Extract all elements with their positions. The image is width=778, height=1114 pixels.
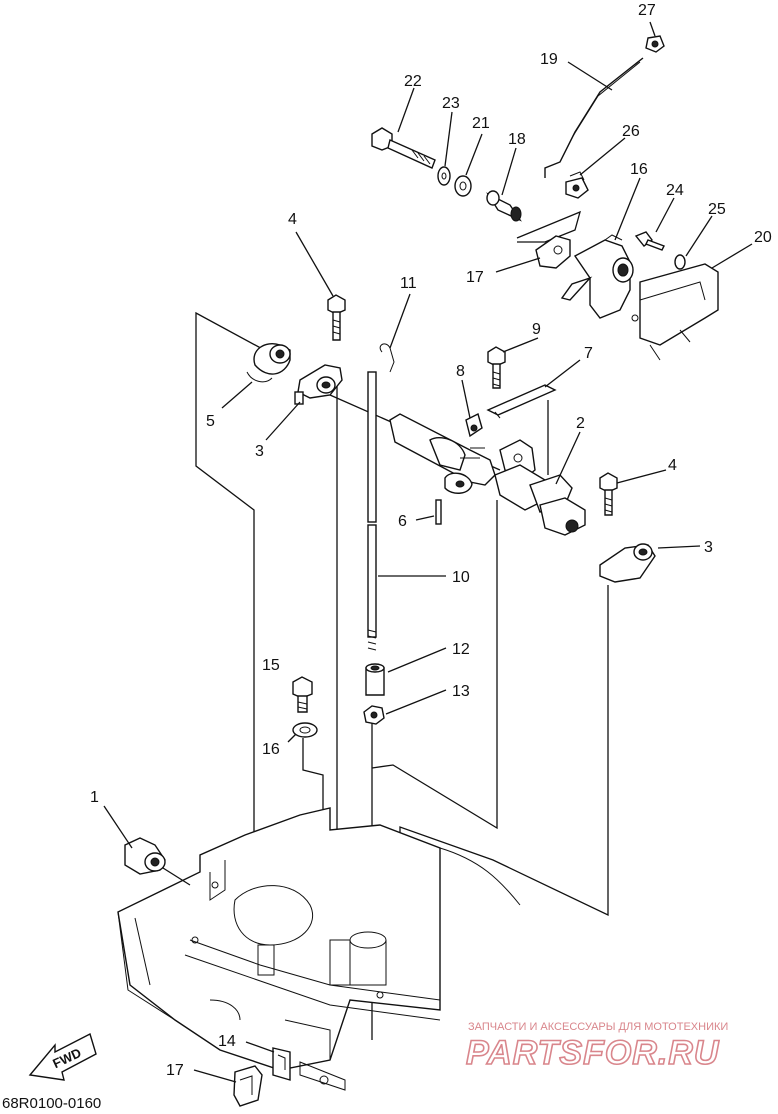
part-label: 8 — [456, 363, 465, 380]
part-label: 13 — [452, 683, 470, 700]
part-23-washer — [454, 175, 472, 197]
part-label: 4 — [668, 457, 677, 474]
part-16-washer — [292, 722, 318, 738]
part-15-bolt — [292, 676, 313, 713]
part-label: 1 — [90, 789, 99, 806]
part-label: 24 — [666, 182, 684, 199]
part-20-collar — [486, 190, 522, 222]
part-25-washer — [437, 166, 451, 186]
part-label: 3 — [704, 539, 713, 556]
part-label: 4 — [288, 211, 297, 228]
part-19-link — [535, 235, 571, 269]
part-label: 3 — [255, 443, 264, 460]
part-9-bolt — [487, 346, 506, 389]
part-17-holder — [233, 1065, 263, 1107]
part-label: 17 — [466, 269, 484, 286]
part-label: 16 — [262, 741, 280, 758]
watermark-tagline: ЗАПЧАСТИ И АКСЕССУАРЫ ДЛЯ МОТОТЕХНИКИ — [468, 1021, 728, 1033]
part-26-bolt — [634, 231, 665, 251]
part-label: 15 — [262, 657, 280, 674]
part-label: 9 — [532, 321, 541, 338]
part-label: 14 — [218, 1033, 236, 1050]
part-label: 19 — [540, 51, 558, 68]
part-label: 12 — [452, 641, 470, 658]
part-label: 17 — [166, 1062, 184, 1079]
part-label: 16 — [630, 161, 648, 178]
part-12-sleeve — [365, 663, 385, 696]
part-label: 6 — [398, 513, 407, 530]
part-label: 27 — [638, 2, 656, 19]
part-10-rod — [367, 371, 377, 651]
part-label: 11 — [400, 275, 417, 292]
lower-cowling — [117, 807, 521, 1091]
part-5-clip — [246, 343, 291, 383]
part-8-clip — [465, 412, 483, 438]
part-6-pin — [435, 499, 442, 525]
part-7-plate — [486, 384, 557, 419]
part-3-bushing-right — [599, 543, 656, 583]
part-label: 22 — [404, 73, 422, 90]
part-label: 2 — [576, 415, 585, 432]
fwd-arrow-icon — [28, 1032, 97, 1081]
part-29-clip — [645, 35, 665, 53]
part-label: 18 — [508, 131, 526, 148]
part-2-shift-bracket — [389, 413, 586, 536]
label-leaders — [103, 21, 753, 1083]
part-18-lever — [560, 234, 634, 319]
part-13-nut — [363, 705, 385, 725]
part-labels: 27 19 22 23 21 18 26 16 24 25 20 17 4 11… — [90, 2, 772, 1079]
part-24-bolt — [371, 127, 436, 169]
part-28-clip — [565, 171, 589, 199]
part-11-pin — [379, 343, 395, 373]
part-3-bushing-left — [294, 364, 343, 405]
part-4-bolt-right — [599, 472, 618, 516]
part-label: 26 — [622, 123, 640, 140]
part-label: 20 — [754, 229, 772, 246]
part-1-grommet — [124, 837, 191, 886]
watermark-brand: PARTSFOR.RU — [466, 1034, 720, 1072]
part-label: 7 — [584, 345, 593, 362]
part-4-bolt-left — [327, 294, 346, 341]
drawing-code: 68R0100-0160 — [2, 1095, 101, 1112]
part-27-washer — [674, 254, 686, 270]
part-label: 23 — [442, 95, 460, 112]
part-14-clip — [272, 1047, 291, 1081]
part-label: 25 — [708, 201, 726, 218]
part-label: 21 — [472, 115, 490, 132]
part-label: 10 — [452, 569, 470, 586]
part-22-bracket — [631, 263, 719, 361]
part-label: 5 — [206, 413, 215, 430]
part-21-rod — [544, 57, 644, 178]
